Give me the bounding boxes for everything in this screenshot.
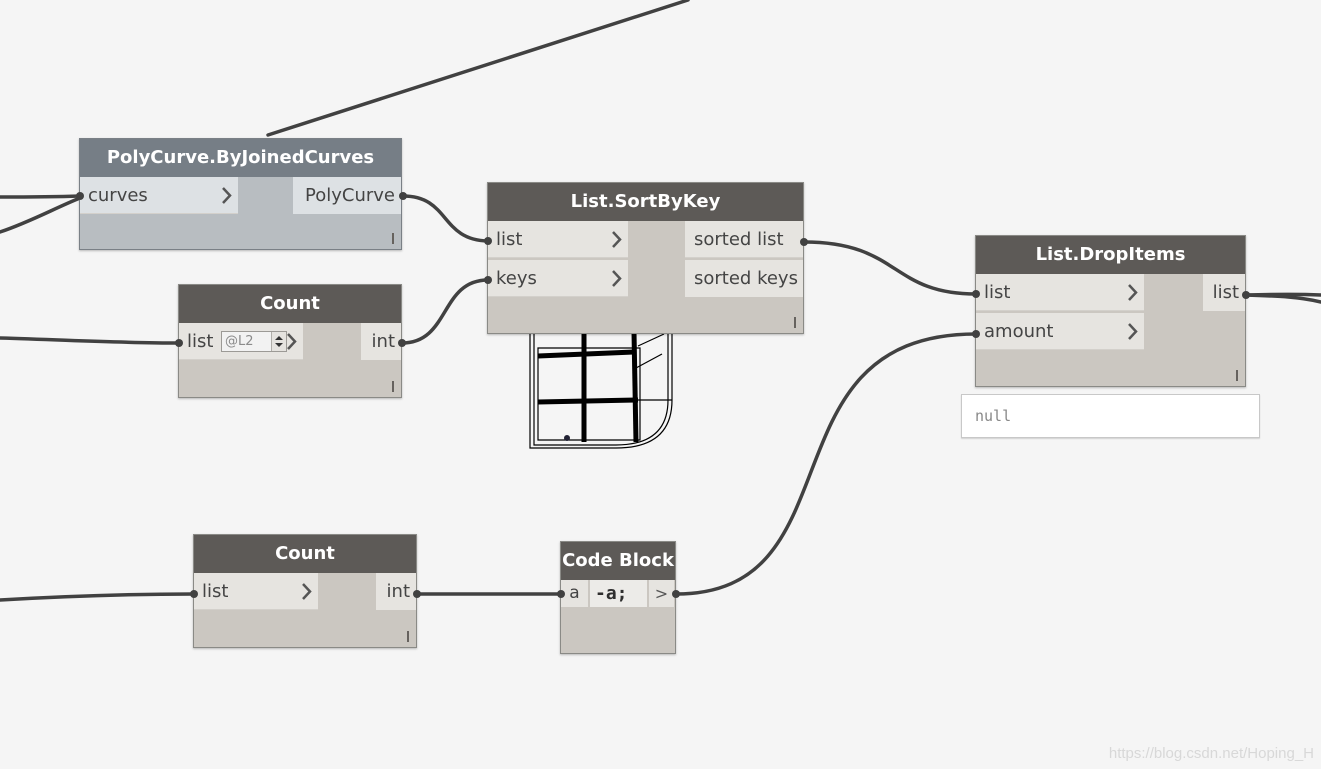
input-port-a[interactable]: a	[561, 580, 588, 607]
chevron-right-icon	[1126, 313, 1140, 350]
chevron-right-icon	[1126, 274, 1140, 311]
output-port-int[interactable]: int	[361, 323, 401, 360]
node-count-2[interactable]: Count list int	[193, 534, 417, 648]
chevron-right-icon	[220, 177, 234, 214]
port-label: int	[386, 581, 410, 602]
wire-code-to-amount	[674, 332, 978, 596]
chevron-right-icon	[610, 260, 624, 297]
port-label: sorted list	[694, 229, 784, 250]
node-list-drop-items[interactable]: List.DropItems list amount list	[975, 235, 1246, 387]
node-code-block[interactable]: Code Block a -a; >	[560, 541, 676, 654]
input-port-list[interactable]: list	[976, 274, 1144, 311]
node-polycurve-by-joined-curves[interactable]: PolyCurve.ByJoinedCurves curves PolyCurv…	[79, 138, 402, 250]
port-label: list	[202, 581, 229, 602]
lacing-indicator	[1236, 370, 1238, 381]
chevron-right-icon	[610, 221, 624, 258]
port-label: amount	[984, 321, 1054, 342]
output-port-list[interactable]: list	[1203, 274, 1245, 311]
port-label: list	[187, 331, 214, 352]
stepper-buttons[interactable]	[271, 332, 286, 351]
node-title[interactable]: Count	[194, 535, 416, 573]
output-port[interactable]: >	[649, 580, 674, 607]
lacing-indicator	[392, 233, 394, 244]
wire-drop-out-b	[1243, 292, 1321, 297]
node-title[interactable]: Code Block	[561, 542, 675, 580]
wire-count2-in	[0, 592, 196, 602]
node-title[interactable]: List.SortByKey	[488, 183, 803, 221]
output-port-polycurve[interactable]: PolyCurve	[293, 177, 401, 214]
chevron-right-icon	[300, 573, 314, 610]
wire-curves-in-a	[0, 194, 82, 199]
watermark: https://blog.csdn.net/Hoping_H	[1108, 745, 1314, 762]
input-port-list[interactable]: list	[488, 221, 628, 258]
input-port-amount[interactable]: amount	[976, 313, 1144, 350]
level-stepper[interactable]: @L2	[221, 331, 287, 352]
input-port-curves[interactable]: curves	[80, 177, 238, 214]
input-port-list[interactable]: list @L2	[179, 323, 303, 360]
input-port-list[interactable]: list	[194, 573, 318, 610]
chevron-right-icon	[285, 323, 299, 360]
node-title[interactable]: List.DropItems	[976, 236, 1245, 274]
node-list-sort-by-key[interactable]: List.SortByKey list keys sorted list sor…	[487, 182, 804, 334]
port-label: sorted keys	[694, 268, 798, 289]
output-port-int[interactable]: int	[376, 573, 416, 610]
wire-polycurve-to-sortlist	[401, 194, 490, 243]
stepper-arrows-icon	[275, 336, 283, 347]
wire-count1-in	[0, 336, 182, 345]
lacing-indicator	[392, 381, 394, 392]
node-title[interactable]: Count	[179, 285, 401, 323]
geometry-preview	[529, 331, 673, 449]
node-value-preview[interactable]: null	[961, 394, 1260, 438]
port-label: list	[984, 282, 1011, 303]
wire-curves-in-b	[0, 196, 82, 234]
output-port-sorted-keys[interactable]: sorted keys	[685, 260, 803, 297]
port-label: PolyCurve	[305, 185, 395, 206]
level-value: @L2	[225, 334, 254, 349]
wire-to-polycurve-top	[266, 0, 690, 137]
node-count-1[interactable]: Count list @L2 int	[178, 284, 402, 398]
code-editor[interactable]: -a;	[590, 580, 647, 607]
port-label: list	[1212, 282, 1239, 303]
lacing-indicator	[407, 631, 409, 642]
node-title[interactable]: PolyCurve.ByJoinedCurves	[80, 139, 401, 177]
port-label: int	[371, 331, 395, 352]
wire-count1-to-keys	[400, 278, 490, 345]
port-label: list	[496, 229, 523, 250]
port-label: curves	[88, 185, 148, 206]
wire-sorted-to-drop	[802, 240, 978, 296]
port-label: keys	[496, 268, 537, 289]
lacing-indicator	[794, 317, 796, 328]
output-port-sorted-list[interactable]: sorted list	[685, 221, 803, 258]
input-port-keys[interactable]: keys	[488, 260, 628, 297]
